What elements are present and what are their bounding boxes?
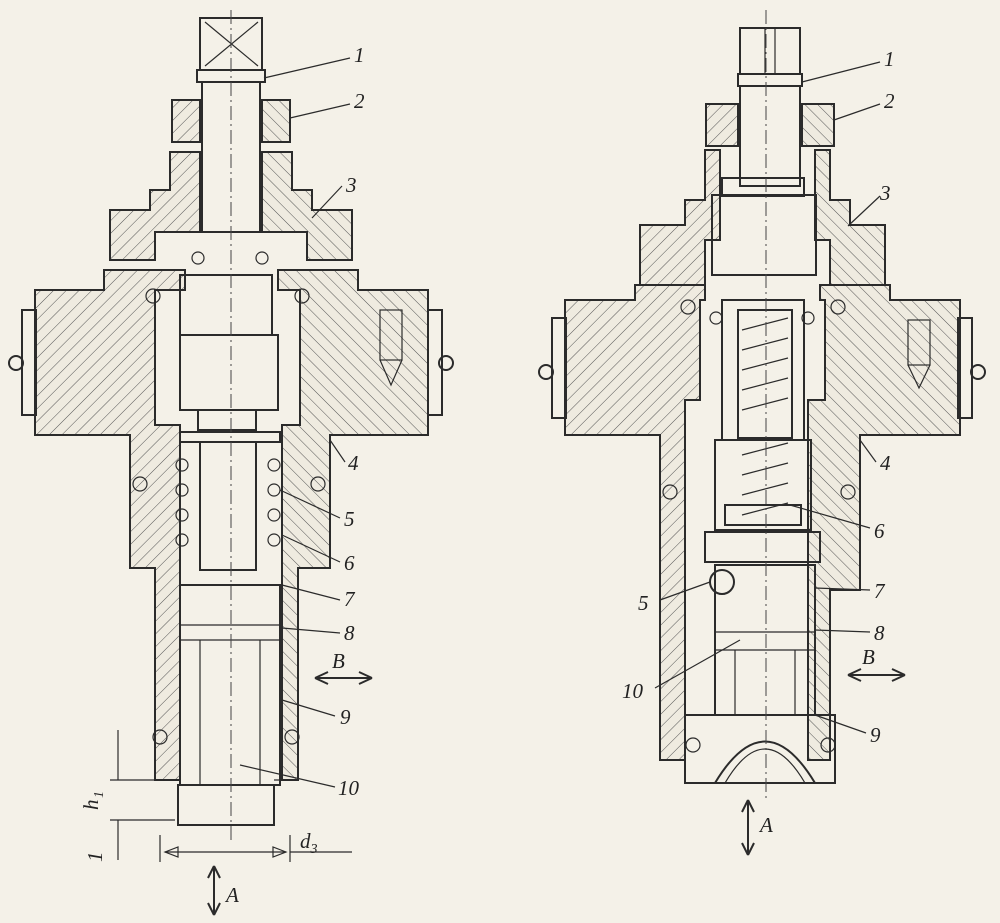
left-port-a: A (224, 883, 239, 907)
left-leader-lines (239, 57, 351, 788)
right-callout-6: 6 (874, 519, 885, 543)
left-callout-7: 7 (344, 587, 356, 611)
right-callout-1: 1 (884, 47, 895, 71)
svg-text:1: 1 (92, 791, 107, 798)
right-port-a: A (758, 813, 773, 837)
right-callout-3: 3 (879, 181, 891, 205)
svg-text:h: h (79, 800, 103, 811)
spring-coils-left (175, 458, 281, 547)
left-callout-9: 9 (340, 705, 351, 729)
right-callout-4: 4 (880, 451, 891, 475)
right-ports (741, 668, 906, 856)
left-dim-d3: d3 (300, 829, 318, 857)
left-valve-section (8, 10, 454, 840)
left-dim-one: 1 (83, 852, 107, 863)
left-callout-10: 10 (338, 776, 360, 800)
left-port-b: B (332, 649, 345, 673)
right-callout-10: 10 (622, 679, 644, 703)
right-callout-8: 8 (874, 621, 885, 645)
spring-coils-right (741, 317, 789, 516)
left-callout-labels: 1 2 3 4 5 6 7 8 9 10 B A h 1 1 d3 (79, 43, 365, 907)
right-port-b: B (862, 645, 875, 669)
left-callout-4: 4 (348, 451, 359, 475)
right-valve-section (538, 10, 986, 800)
right-callout-5: 5 (638, 591, 649, 615)
left-callout-5: 5 (344, 507, 355, 531)
left-callout-6: 6 (344, 551, 355, 575)
right-callout-2: 2 (884, 89, 895, 113)
right-callout-7: 7 (874, 579, 886, 603)
right-leader-lines (654, 61, 881, 734)
left-dim-h1: h 1 (79, 791, 107, 810)
left-dimensions (110, 671, 373, 916)
svg-text:1: 1 (83, 852, 107, 863)
left-callout-2: 2 (354, 89, 365, 113)
left-callout-3: 3 (345, 173, 357, 197)
right-callout-labels: 1 2 3 4 6 5 7 8 10 9 B A (622, 47, 895, 837)
right-callout-9: 9 (870, 723, 881, 747)
left-callout-1: 1 (354, 43, 365, 67)
left-callout-8: 8 (344, 621, 355, 645)
